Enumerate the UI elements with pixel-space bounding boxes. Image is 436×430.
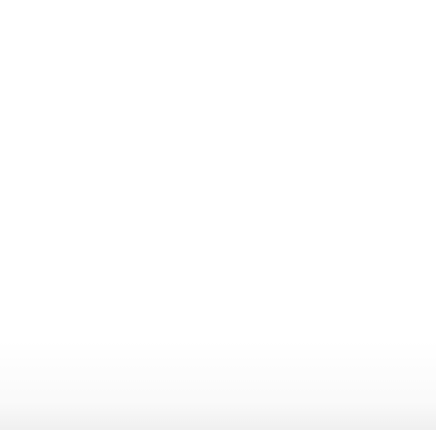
bottom-shade — [0, 340, 436, 430]
